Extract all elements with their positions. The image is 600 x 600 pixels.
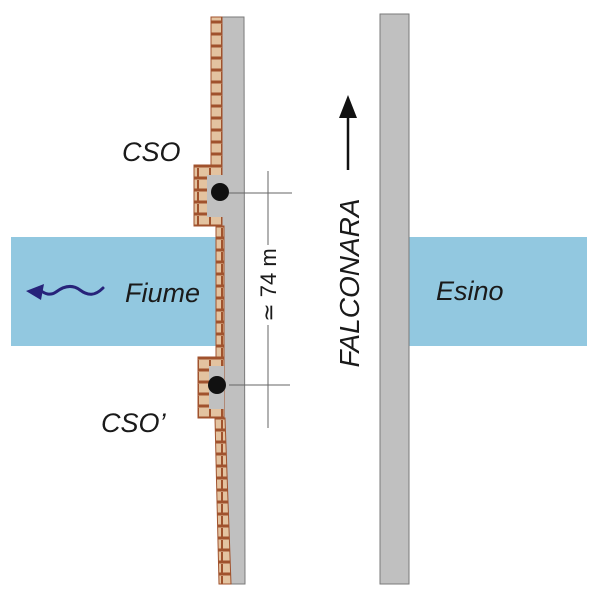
dimension-label: ≃ 74 m [256,248,281,321]
direction-label: FALCONARA [334,198,365,367]
direction-arrow-head [339,95,357,118]
road-strip [379,13,410,585]
brick-strip-lower [214,417,232,585]
cso-label-lower: CSO’ [101,408,167,438]
cso-pipe-lower [208,376,226,394]
cso-pipe-upper [211,183,229,201]
brick-strip-middle [215,225,225,358]
brick-strip-upper [210,16,223,166]
flow-arrow-icon [26,284,105,300]
river-label-left: Fiume [125,278,200,308]
cso-label-upper: CSO [122,137,181,167]
river-label-right: Esino [436,276,504,306]
river-right [409,237,587,346]
